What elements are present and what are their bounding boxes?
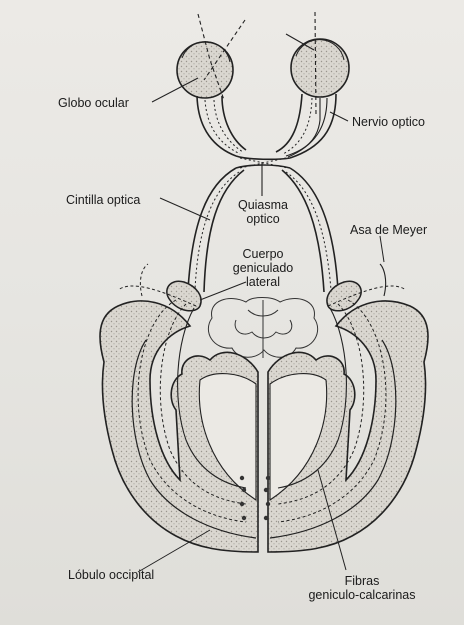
label-fibras-geniculo-calcarinas: Fibras geniculo-calcarinas xyxy=(292,574,432,602)
label-nervio-optico: Nervio optico xyxy=(352,115,425,129)
label-cuerpo-line3: lateral xyxy=(222,275,304,289)
label-lobulo-occipital: Lóbulo occipital xyxy=(68,568,154,582)
label-cuerpo-line2: geniculado xyxy=(222,261,304,275)
lateral-geniculate-right xyxy=(327,281,361,311)
label-quiasma-line2: optico xyxy=(234,212,292,226)
optic-chiasm xyxy=(236,156,290,196)
label-globo-ocular: Globo ocular xyxy=(58,96,129,110)
label-asa-de-meyer: Asa de Meyer xyxy=(350,223,427,237)
optic-nerve-right xyxy=(276,94,336,158)
optic-nerve-left xyxy=(197,96,246,156)
label-fibras-line2: geniculo-calcarinas xyxy=(292,588,432,602)
label-cintilla-optica: Cintilla optica xyxy=(66,193,140,207)
lateral-geniculate-left xyxy=(167,281,201,311)
label-fibras-line1: Fibras xyxy=(292,574,432,588)
right-eyeball xyxy=(291,39,349,97)
label-cuerpo-geniculado-lateral: Cuerpo geniculado lateral xyxy=(222,247,304,289)
label-quiasma-line1: Quiasma xyxy=(234,198,292,212)
label-quiasma-optico: Quiasma optico xyxy=(234,198,292,226)
midbrain-outline xyxy=(208,298,317,359)
label-cuerpo-line1: Cuerpo xyxy=(222,247,304,261)
